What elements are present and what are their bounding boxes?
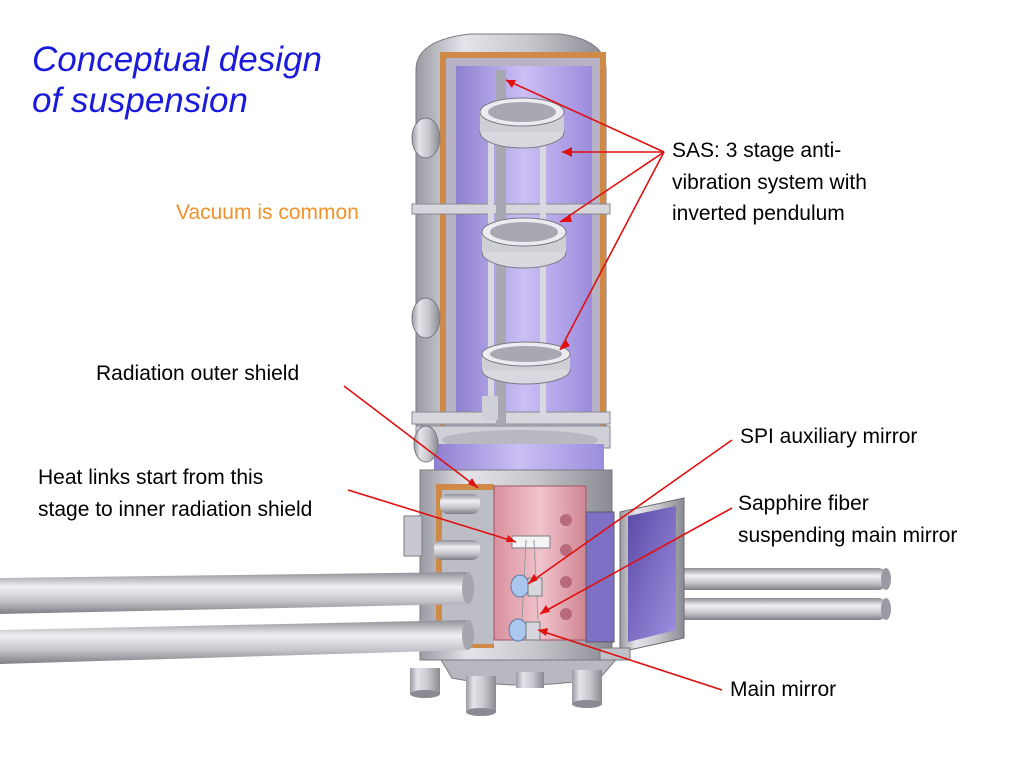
inner-radiation-shield xyxy=(493,485,587,641)
pointer-arrowheads xyxy=(468,80,572,636)
slide-title-line-2: of suspension xyxy=(32,80,248,120)
sas-label-line-3: inverted pendulum xyxy=(672,202,845,225)
spi-auxiliary-mirror xyxy=(510,574,530,598)
heat-links-label-line-1: Heat links start from this xyxy=(38,466,264,489)
vacuum-label: Vacuum is common xyxy=(176,201,359,224)
slide-title: Conceptual design of suspension xyxy=(32,40,322,122)
pointer-lines xyxy=(343,79,733,691)
sas-label-line-2: vibration system with xyxy=(672,170,867,194)
heat-links-label: Heat links start from this stage to inne… xyxy=(38,462,312,525)
open-door xyxy=(585,497,685,661)
sapphire-fiber-label-line-1: Sapphire fiber xyxy=(738,492,869,515)
sas-stage-2 xyxy=(481,217,567,269)
sas-stage-1 xyxy=(479,97,565,149)
base-and-legs xyxy=(410,654,622,716)
sapphire-fiber-label-line-2: suspending main mirror xyxy=(738,523,958,547)
sas-label: SAS: 3 stage anti- vibration system with… xyxy=(672,135,867,230)
beam-pipes-right xyxy=(660,568,891,620)
main-mirror xyxy=(508,618,528,642)
outer-shield-label: Radiation outer shield xyxy=(96,362,300,385)
sas-stage-3 xyxy=(481,341,571,385)
heat-links-label-line-2: stage to inner radiation shield xyxy=(38,497,313,521)
lower-side-ports xyxy=(403,425,480,560)
sapphire-fiber-label: Sapphire fiber suspending main mirror xyxy=(738,488,957,551)
spi-mirror-label: SPI auxiliary mirror xyxy=(740,425,918,448)
cryostat-lower xyxy=(415,425,613,661)
beam-pipes-left xyxy=(0,572,474,664)
sas-label-line-1: SAS: 3 stage anti- xyxy=(672,139,842,162)
slide-title-line-1: Conceptual design xyxy=(32,40,322,79)
main-mirror-label: Main mirror xyxy=(730,678,837,701)
